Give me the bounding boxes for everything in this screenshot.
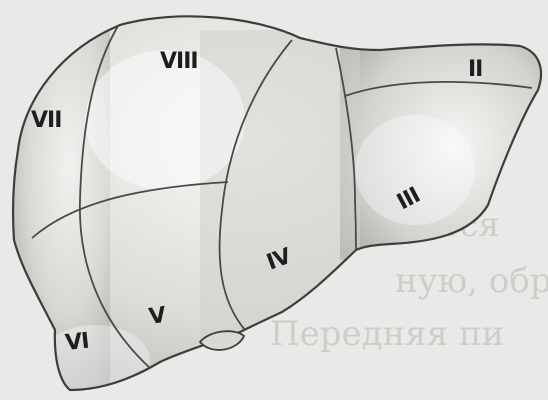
segment-label-ii: II (468, 57, 482, 82)
segment-label-vi: VI (64, 329, 90, 356)
bleed-through-line: ную, обр (395, 261, 548, 301)
bleed-through-line: Передняя пи (270, 314, 504, 354)
segment-label-vii: VII (31, 108, 61, 133)
segment-label-viii: VIII (160, 49, 198, 74)
